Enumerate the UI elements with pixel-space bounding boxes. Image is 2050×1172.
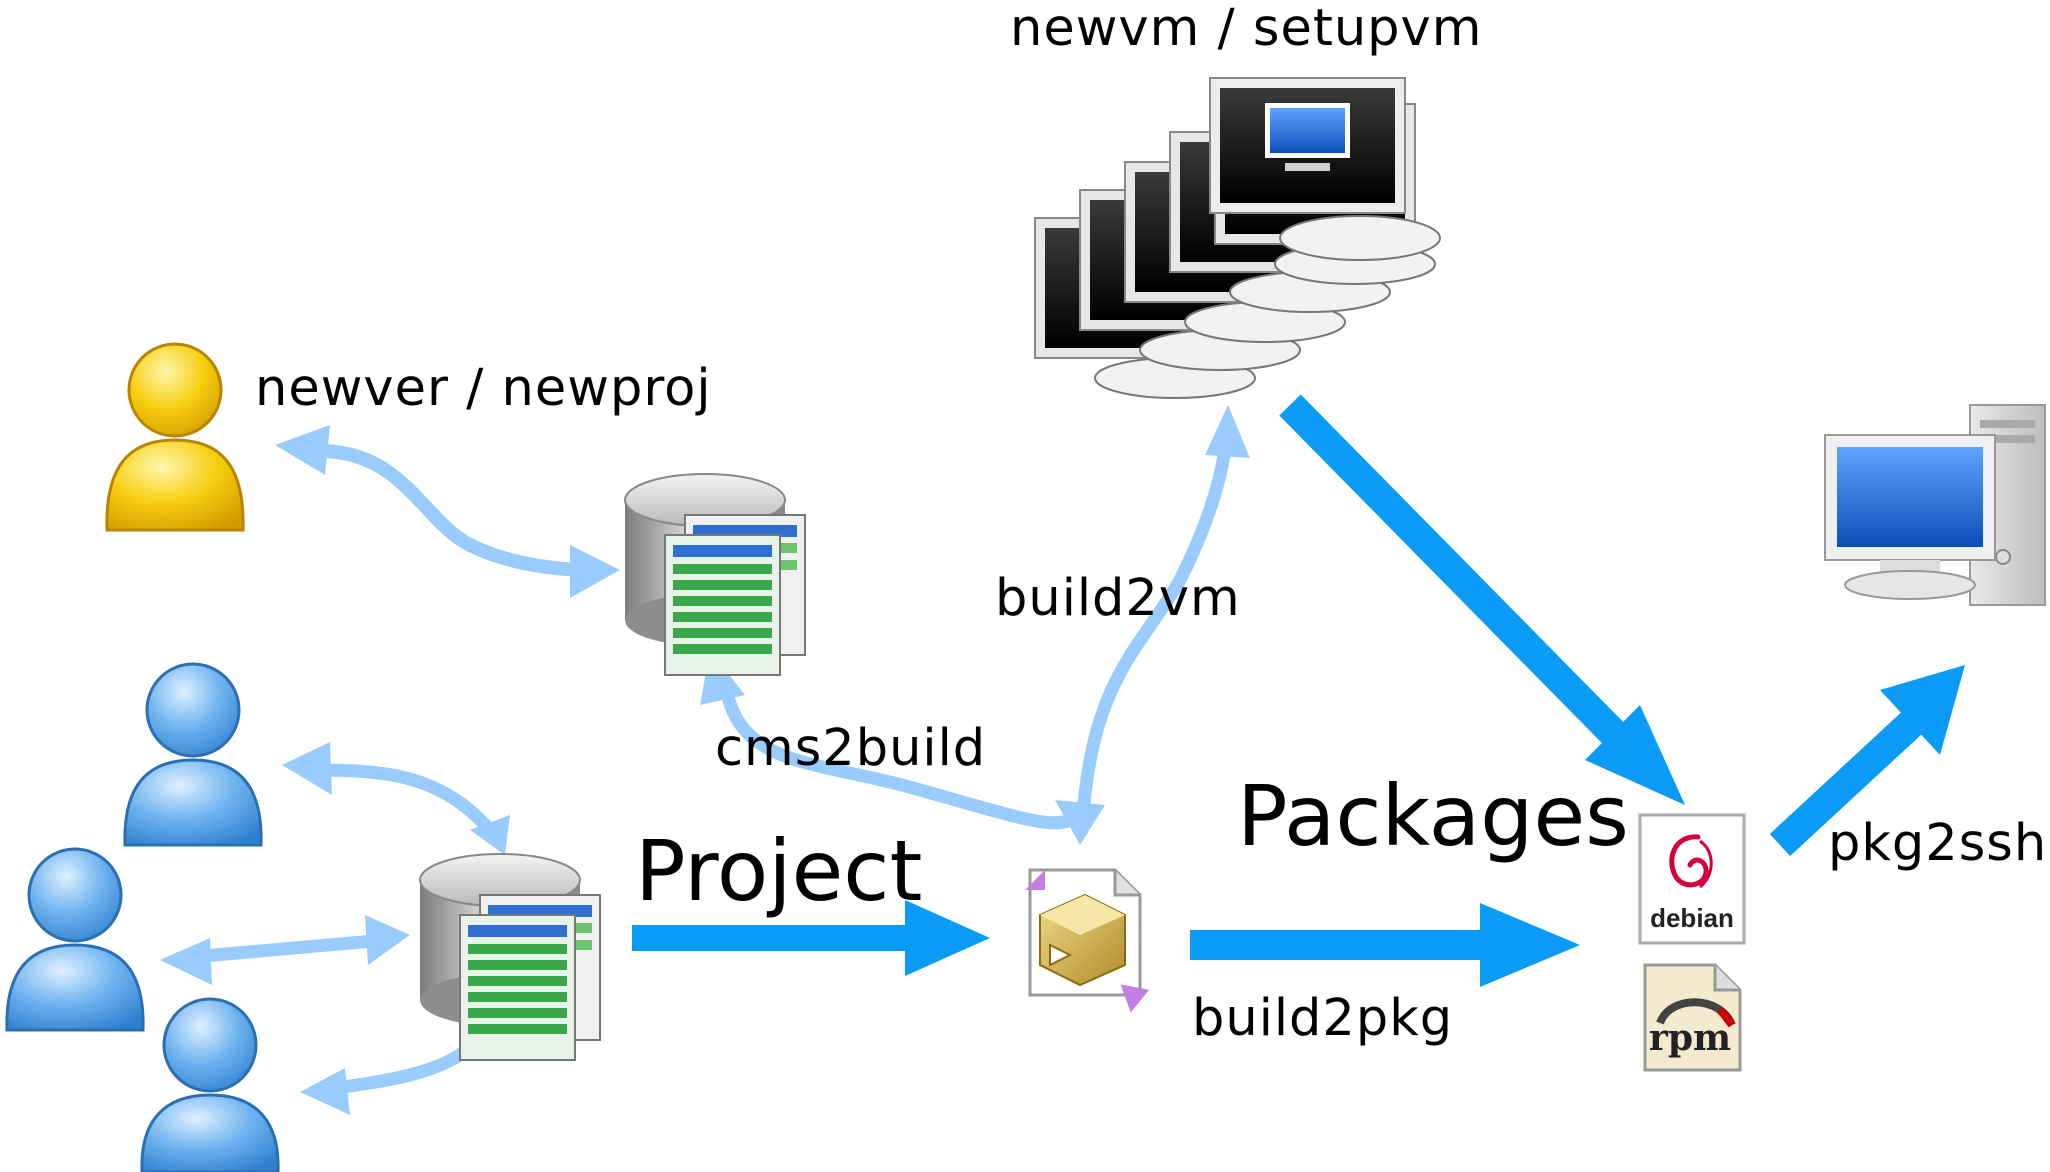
strong-arrows: [632, 394, 1965, 987]
label-packages: Packages: [1237, 767, 1629, 865]
label-pkg2ssh: pkg2ssh: [1828, 814, 2047, 873]
arrow-dev2-repo: [173, 933, 392, 965]
database-icon: [624, 473, 806, 676]
user-blue-icon: [5, 847, 145, 1032]
database-icon: [419, 853, 601, 1061]
user-blue-icon: [140, 997, 280, 1172]
monitor-stack-icon: [1034, 77, 1441, 399]
arrow-dev1-repo: [303, 763, 497, 837]
package-file-icon: [1025, 868, 1150, 1013]
label-cms2build: cms2build: [715, 719, 986, 778]
label-newvm-setupvm: newvm / setupvm: [1010, 0, 1482, 58]
arrow-build2vm: [1075, 443, 1232, 837]
label-newver-newproj: newver / newproj: [255, 359, 712, 418]
label-build2pkg: build2pkg: [1192, 989, 1453, 1048]
user-blue-icon: [123, 662, 263, 847]
debian-icon: debian: [1638, 813, 1746, 945]
label-project: Project: [635, 822, 922, 920]
rpm-icon: rpm: [1643, 963, 1742, 1072]
desktop-computer-icon: [1824, 404, 2046, 606]
label-build2vm: build2vm: [995, 569, 1241, 628]
user-yellow-icon: [105, 342, 245, 532]
arrow-admin-repo: [293, 443, 597, 577]
rpm-label: rpm: [1649, 1017, 1731, 1059]
arrow-cms2build: [718, 673, 1077, 830]
debian-label: debian: [1650, 903, 1734, 933]
